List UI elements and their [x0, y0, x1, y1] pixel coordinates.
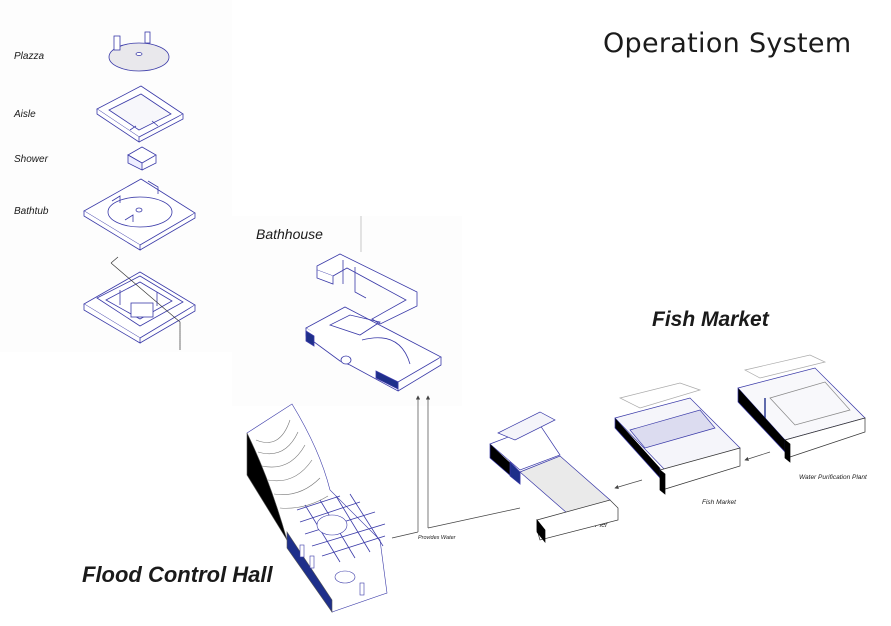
page-title: Operation System — [603, 28, 852, 59]
shower-box-diagram — [127, 146, 157, 171]
plaza-disc-diagram — [108, 31, 170, 72]
component-label-plaza: Plazza — [14, 51, 45, 62]
water-purification-plant-diagram — [737, 354, 866, 463]
flow-arrows — [614, 451, 771, 490]
fish-market-unit-label: Fish Market — [702, 499, 736, 506]
flood-control-hall-label: Flood Control Hall — [82, 562, 273, 587]
bathhouse-label: Bathhouse — [256, 226, 323, 242]
water-purification-plant-label: Water Purification Plant — [799, 474, 867, 481]
assembled-bath-diagram — [83, 271, 196, 344]
pier-unit-diagram — [489, 411, 619, 543]
component-label-shower: Shower — [14, 154, 48, 165]
flood-control-hall-diagram — [246, 403, 388, 613]
provides-water-label: Provides Water — [418, 535, 456, 541]
component-label-bathtub: Bathtub — [14, 206, 49, 217]
bathhouse-upper-wing — [316, 253, 418, 325]
bathhouse-lower-slab — [305, 306, 442, 392]
pier-label: Pier — [595, 522, 608, 529]
aisle-frame-diagram — [96, 85, 184, 143]
bathtub-slab-diagram — [83, 178, 196, 251]
fish-market-unit-diagram — [614, 382, 741, 495]
provides-water-arrows — [391, 395, 521, 539]
component-label-aisle: Aisle — [14, 109, 36, 120]
fish-market-label: Fish Market — [652, 308, 769, 331]
